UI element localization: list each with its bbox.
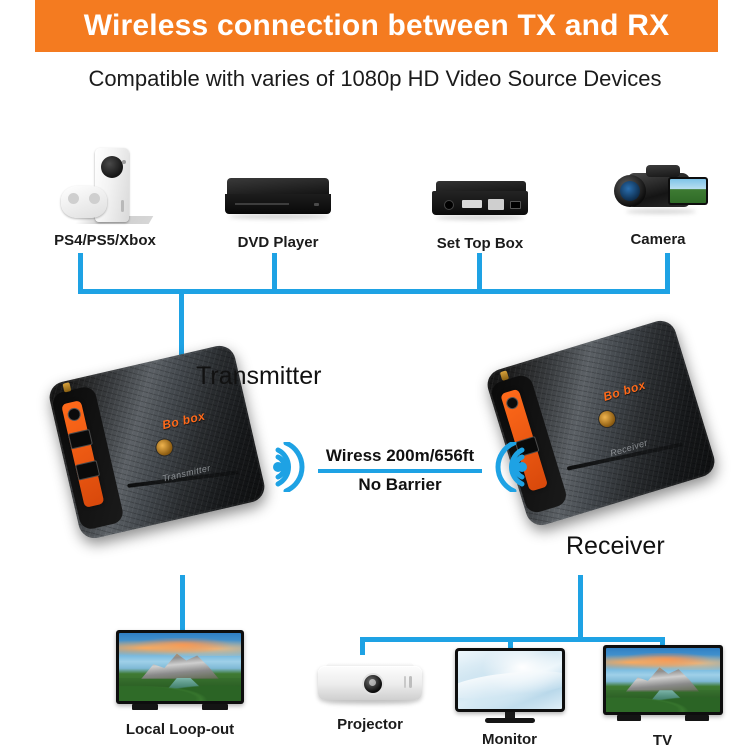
output-label-monitor: Monitor xyxy=(482,731,537,748)
source-device-dvd: DVD Player xyxy=(218,170,338,251)
source-label-stb: Set Top Box xyxy=(436,235,524,252)
wire-camera-drop xyxy=(665,253,670,293)
dvd-player-icon xyxy=(223,170,333,224)
wire-projector-drop xyxy=(360,637,365,655)
wire-console-drop xyxy=(78,253,83,293)
output-label-projector: Projector xyxy=(337,716,403,733)
output-device-tv: TV xyxy=(600,645,725,749)
wire-bus-to-transmitter xyxy=(179,289,184,394)
output-device-loopout: Local Loop-out xyxy=(110,630,250,738)
source-label-camera: Camera xyxy=(630,231,686,248)
game-console-icon xyxy=(57,148,154,226)
wireless-range-text: Wiress 200m/656ft xyxy=(325,446,475,465)
header-banner: Wireless connection between TX and RX xyxy=(35,0,718,52)
camcorder-icon xyxy=(602,163,714,225)
wire-receiver-drop xyxy=(578,575,583,641)
page-title: Wireless connection between TX and RX xyxy=(83,9,670,42)
output-label-tv: TV xyxy=(652,732,673,749)
source-device-console: PS4/PS5/Xbox xyxy=(40,148,170,249)
wire-transmitter-to-loopout xyxy=(180,575,185,630)
tv-icon xyxy=(602,645,723,723)
transmitter-label: Transmitter xyxy=(196,362,322,390)
wire-monitor-drop xyxy=(508,637,513,651)
wireless-barrier-text: No Barrier xyxy=(358,475,442,494)
receiver-label: Receiver xyxy=(566,532,665,560)
source-label-console: PS4/PS5/Xbox xyxy=(54,232,156,249)
source-label-dvd: DVD Player xyxy=(237,234,319,251)
receiver-device: Bo box Receiver xyxy=(483,316,719,530)
source-device-stb: Set Top Box xyxy=(425,175,535,252)
wire-dvd-drop xyxy=(272,253,277,293)
wireless-divider xyxy=(318,469,482,473)
wifi-signal-right-icon xyxy=(272,442,318,492)
source-device-camera: Camera xyxy=(598,163,718,248)
projector-icon xyxy=(318,660,422,708)
monitor-icon xyxy=(454,648,565,724)
output-device-monitor: Monitor xyxy=(452,648,567,748)
set-top-box-icon xyxy=(430,175,530,225)
wire-source-bus xyxy=(78,289,670,294)
wireless-spec: Wiress 200m/656ft No Barrier xyxy=(315,446,485,495)
wire-tv-drop xyxy=(660,637,665,651)
page-subtitle: Compatible with varies of 1080p HD Video… xyxy=(88,66,662,91)
output-device-projector: Projector xyxy=(310,660,430,733)
wifi-signal-left-icon xyxy=(482,442,528,492)
tv-icon xyxy=(116,630,244,712)
wire-stb-drop xyxy=(477,253,482,293)
output-label-loopout: Local Loop-out xyxy=(125,721,235,738)
